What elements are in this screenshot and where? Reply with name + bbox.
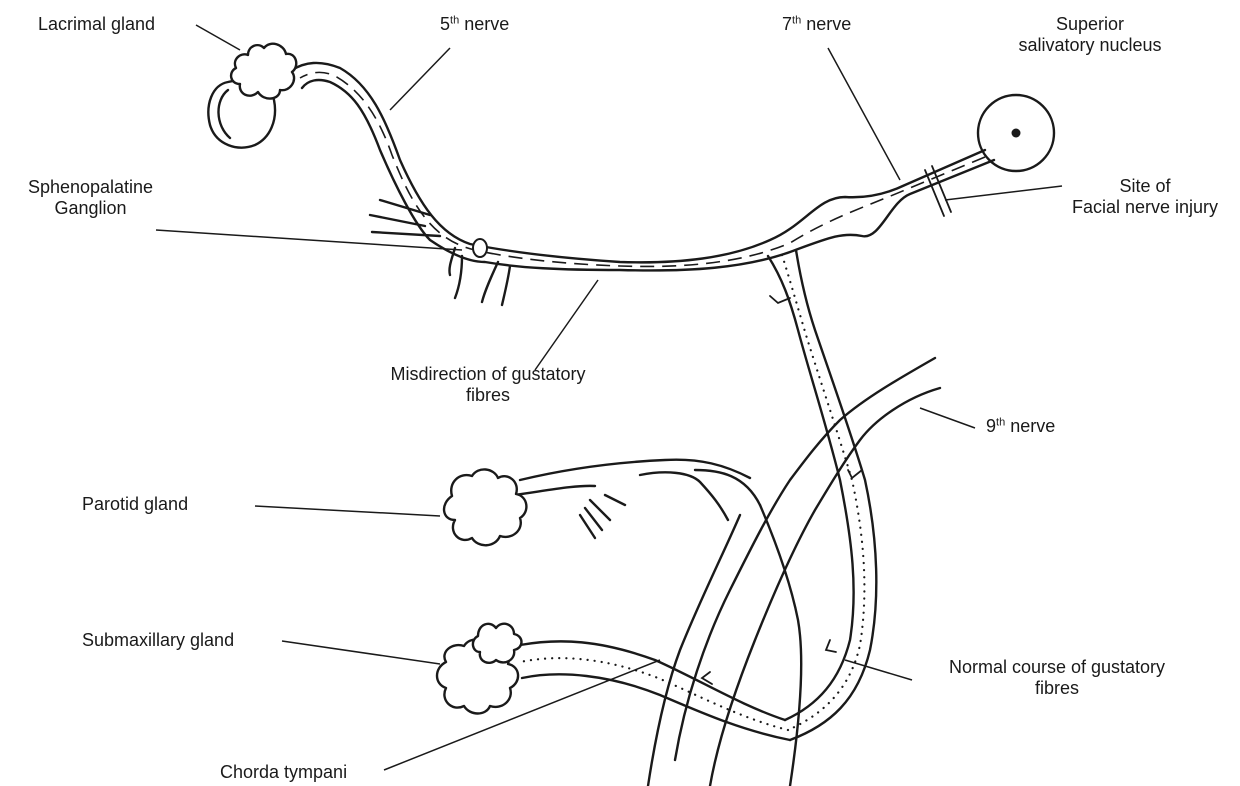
label-site-of-injury-line1: Site of xyxy=(1060,176,1230,197)
label-fifth-nerve-word: nerve xyxy=(459,14,509,34)
submaxillary-gland xyxy=(437,624,522,714)
label-superior-salivatory-line2: salivatory nucleus xyxy=(990,35,1190,56)
label-fifth-nerve: 5th nerve xyxy=(440,14,509,35)
facial-nerve-trunk xyxy=(292,63,994,271)
label-lacrimal-gland: Lacrimal gland xyxy=(38,14,155,35)
label-ninth-nerve: 9th nerve xyxy=(986,416,1055,437)
label-site-of-injury: Site of Facial nerve injury xyxy=(1060,176,1230,218)
descending-facial-branch xyxy=(768,250,876,740)
label-parotid-gland: Parotid gland xyxy=(82,494,188,515)
superior-salivatory-nucleus xyxy=(978,95,1054,171)
label-superior-salivatory-nucleus: Superior salivatory nucleus xyxy=(990,14,1190,56)
label-ninth-nerve-number: 9 xyxy=(986,416,996,436)
label-submaxillary-gland: Submaxillary gland xyxy=(82,630,234,651)
label-ninth-nerve-word: nerve xyxy=(1005,416,1055,436)
label-seventh-nerve-word: nerve xyxy=(801,14,851,34)
label-sphenopalatine-ganglion: Sphenopalatine Ganglion xyxy=(18,177,163,219)
label-normal-course-line2: fibres xyxy=(912,678,1202,699)
label-seventh-nerve-ordinal: th xyxy=(792,14,801,26)
label-chorda-tympani: Chorda tympani xyxy=(220,762,347,783)
label-misdirection-line2: fibres xyxy=(358,385,618,406)
label-normal-course-line1: Normal course of gustatory xyxy=(912,657,1202,678)
label-site-of-injury-line2: Facial nerve injury xyxy=(1060,197,1230,218)
label-misdirection-of-gustatory-fibres: Misdirection of gustatory fibres xyxy=(358,364,618,406)
sphenopalatine-ganglion xyxy=(473,239,487,257)
label-superior-salivatory-line1: Superior xyxy=(990,14,1190,35)
label-sphenopalatine-line2: Ganglion xyxy=(18,198,163,219)
label-fifth-nerve-number: 5 xyxy=(440,14,450,34)
label-seventh-nerve-number: 7 xyxy=(782,14,792,34)
label-sphenopalatine-line1: Sphenopalatine xyxy=(18,177,163,198)
label-ninth-nerve-ordinal: th xyxy=(996,416,1005,428)
label-misdirection-line1: Misdirection of gustatory xyxy=(358,364,618,385)
label-fifth-nerve-ordinal: th xyxy=(450,14,459,26)
parotid-gland xyxy=(444,469,526,545)
label-normal-course-of-gustatory-fibres: Normal course of gustatory fibres xyxy=(912,657,1202,699)
ninth-nerve xyxy=(648,358,940,786)
label-seventh-nerve: 7th nerve xyxy=(782,14,851,35)
lacrimal-gland xyxy=(208,44,296,148)
